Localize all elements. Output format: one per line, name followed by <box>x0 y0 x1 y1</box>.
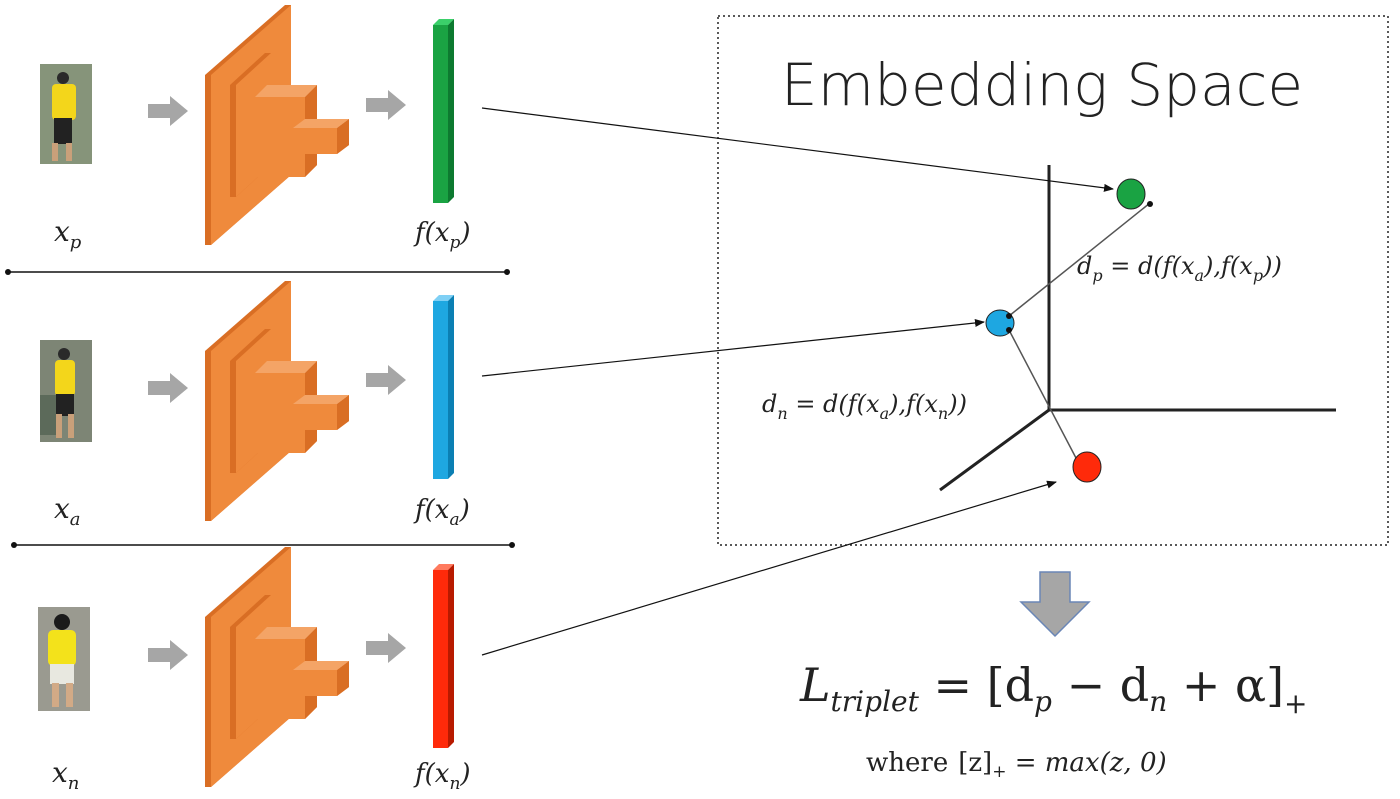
person-image-negative <box>38 607 90 711</box>
output-label-negative: f(xn) <box>413 759 471 794</box>
embedding-space-title: Embedding Space <box>781 51 1303 119</box>
arrow-gray-out-negative <box>366 633 406 663</box>
arrow-gray-out-positive <box>366 90 406 120</box>
arrow-gray-in-negative <box>148 640 188 670</box>
row-positive: xp f(xp) <box>40 5 470 253</box>
output-label-anchor: f(xa) <box>413 495 470 530</box>
axis-depth <box>939 408 1050 492</box>
cnn-negative <box>205 547 349 787</box>
point-positive <box>1116 178 1146 210</box>
dn-formula: dn = d(f(xa),f(xn)) <box>762 390 967 423</box>
distance-line-negative <box>1008 329 1077 459</box>
embedding-space-panel: Embedding Space dp = d(f(xa),f(xp)) dn =… <box>717 15 1389 546</box>
point-negative <box>1072 451 1102 483</box>
loss-formula: Ltriplet = [dp − dn + α]+ <box>799 658 1308 720</box>
embedding-space-border <box>717 15 1389 546</box>
mapping-arrow-anchor <box>481 318 985 377</box>
mapping-arrow-negative <box>481 480 1057 656</box>
distance-line-positive <box>1008 202 1151 317</box>
dp-formula: dp = d(f(xa),f(xp)) <box>1077 252 1282 285</box>
embedding-bar-positive <box>433 19 454 203</box>
input-label-negative: xn <box>52 756 79 794</box>
loss-note: where[z]+ = max(z, 0) <box>866 748 1167 782</box>
embedding-bar-negative <box>433 564 454 748</box>
row-anchor: xa f(xa) <box>40 281 470 530</box>
row-negative: xn f(xn) <box>38 547 471 794</box>
mapping-arrow-positive <box>481 107 1114 192</box>
person-image-anchor <box>40 340 92 442</box>
input-label-positive: xp <box>54 215 82 253</box>
embedding-bar-anchor <box>433 295 454 479</box>
arrow-gray-out-anchor <box>366 365 406 395</box>
arrow-gray-in-anchor <box>148 373 188 403</box>
person-image-positive <box>40 64 92 164</box>
arrow-gray-in-positive <box>148 96 188 126</box>
cnn-positive <box>205 5 349 245</box>
cnn-anchor <box>205 281 349 521</box>
input-label-anchor: xa <box>54 492 81 530</box>
output-label-positive: f(xp) <box>413 218 470 253</box>
down-arrow <box>1019 571 1091 638</box>
